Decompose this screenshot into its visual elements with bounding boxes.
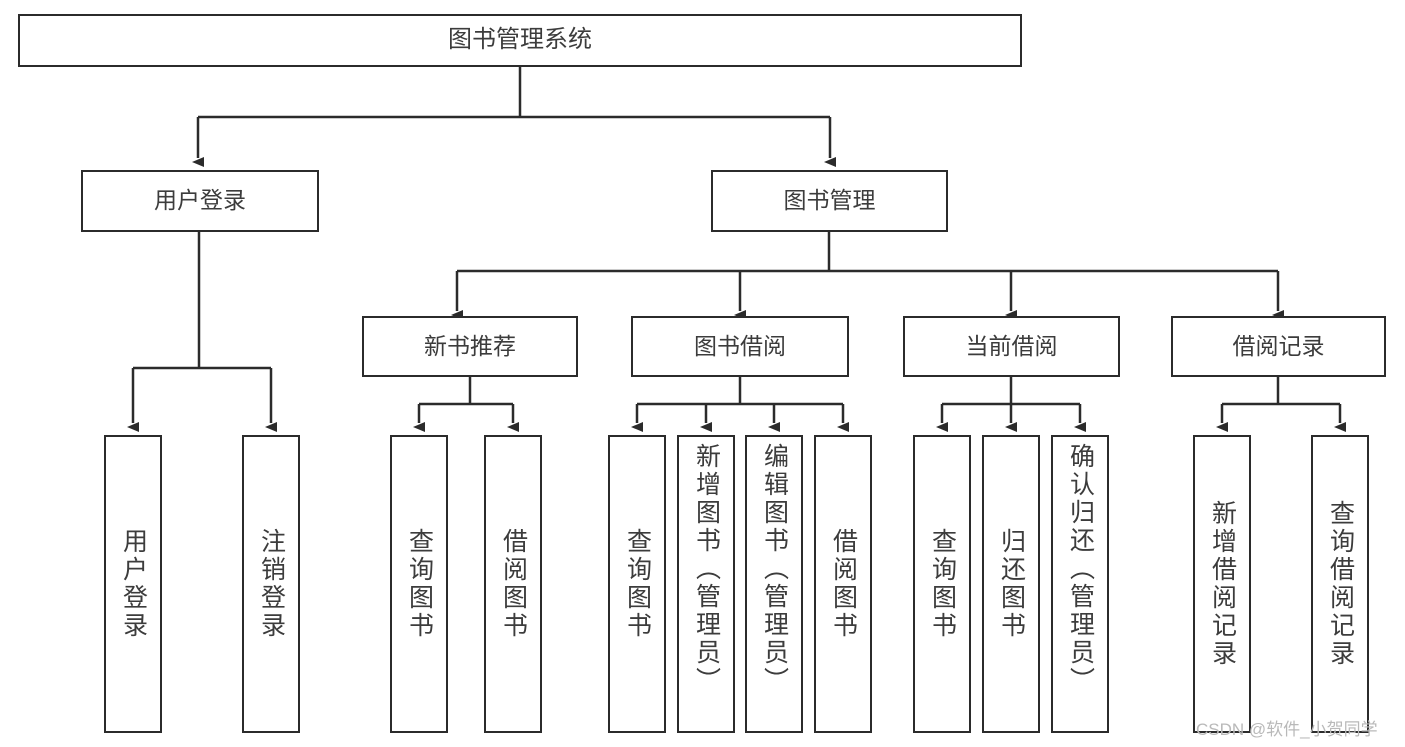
node-user-login[interactable]: 用户登录 [81,170,319,232]
leaf-query-borrow-record[interactable]: 查询借阅记录 [1311,435,1369,733]
node-label: 借阅记录 [1232,332,1325,359]
leaf-query-book-borrow[interactable]: 查询图书 [608,435,666,733]
node-book-manage[interactable]: 图书管理 [711,170,948,232]
node-label: 查询图书 [928,528,957,640]
node-label: 新增借阅记录 [1208,500,1237,668]
node-label: 用户登录 [154,187,246,214]
leaf-user-login[interactable]: 用户登录 [104,435,162,733]
node-label: 查询图书 [623,528,652,640]
node-label: 编辑图书（管理员） [760,443,789,695]
leaf-edit-book-admin[interactable]: 编辑图书（管理员） [745,435,803,733]
node-label: 注销登录 [257,528,286,640]
node-label: 查询借阅记录 [1326,500,1355,668]
node-label: 查询图书 [405,528,434,640]
node-label: 图书借阅 [694,332,786,359]
node-borrow-record[interactable]: 借阅记录 [1171,316,1386,377]
node-label: 当前借阅 [965,332,1058,359]
leaf-query-book-current[interactable]: 查询图书 [913,435,971,733]
node-label: 图书管理系统 [448,26,592,54]
node-label: 新增图书（管理员） [692,443,721,695]
node-book-management-system[interactable]: 图书管理系统 [18,14,1022,67]
leaf-query-book-recommend[interactable]: 查询图书 [390,435,448,733]
leaf-logout-login[interactable]: 注销登录 [242,435,300,733]
leaf-borrow-book[interactable]: 借阅图书 [814,435,872,733]
node-new-book-recommend[interactable]: 新书推荐 [362,316,578,377]
node-label: 借阅图书 [829,528,858,640]
node-book-borrow[interactable]: 图书借阅 [631,316,849,377]
node-label: 借阅图书 [499,528,528,640]
node-label: 图书管理 [783,187,876,214]
node-current-borrow[interactable]: 当前借阅 [903,316,1120,377]
node-label: 新书推荐 [424,332,516,359]
leaf-borrow-book-recommend[interactable]: 借阅图书 [484,435,542,733]
leaf-add-book-admin[interactable]: 新增图书（管理员） [677,435,735,733]
node-label: 归还图书 [997,528,1026,640]
node-label: 确认归还（管理员） [1066,443,1095,695]
leaf-confirm-return-admin[interactable]: 确认归还（管理员） [1051,435,1109,733]
leaf-return-book[interactable]: 归还图书 [982,435,1040,733]
leaf-add-borrow-record[interactable]: 新增借阅记录 [1193,435,1251,733]
watermark: CSDN @软件_小贺同学 [1196,720,1378,739]
node-label: 用户登录 [119,528,148,640]
